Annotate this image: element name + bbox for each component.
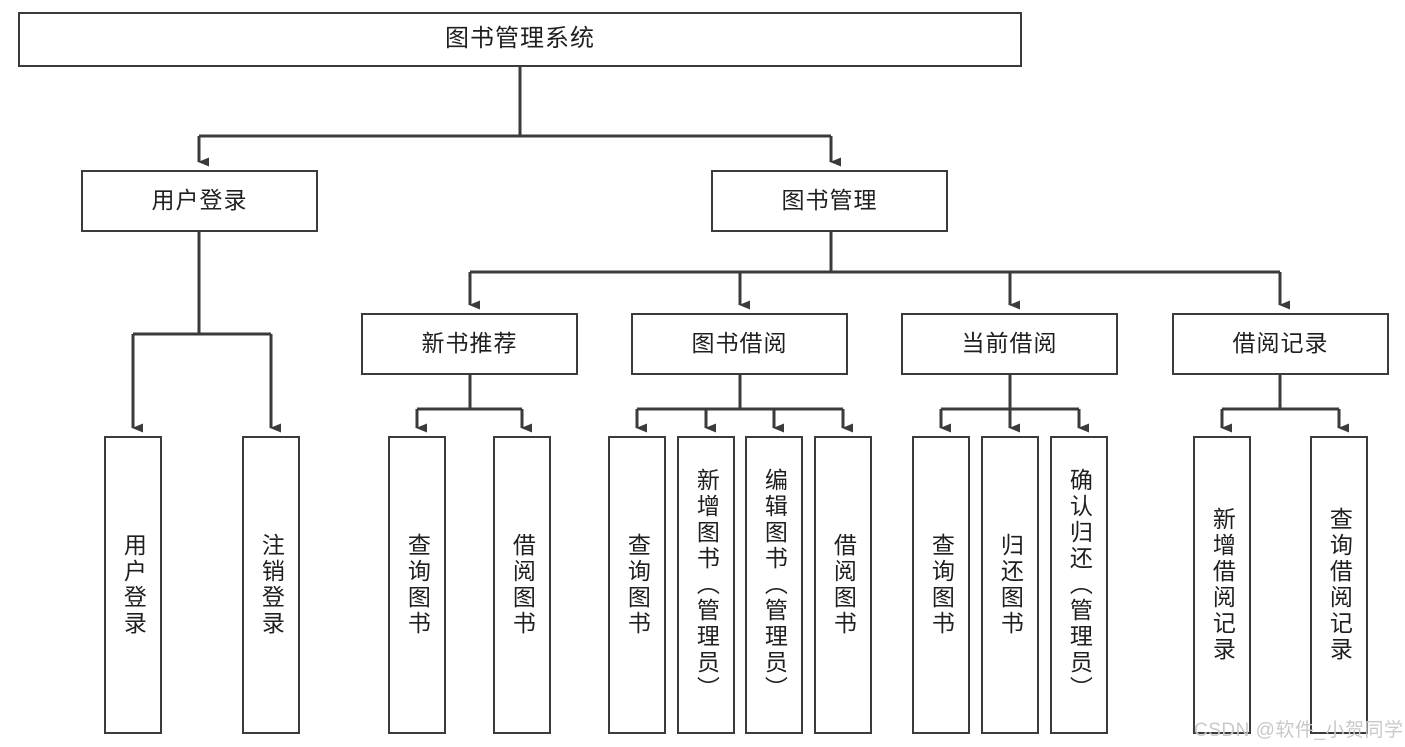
leaf-label: 注销登录	[258, 533, 285, 637]
node-root-system[interactable]: 图书管理系统	[18, 12, 1022, 67]
leaf-label: 查询图书	[404, 533, 431, 637]
leaf-user-login[interactable]: 用户登录	[104, 436, 162, 734]
leaf-query-book-borrow[interactable]: 查询图书	[608, 436, 666, 734]
csdn-watermark: CSDN @软件_小贺同学	[1194, 720, 1404, 741]
leaf-query-book-current[interactable]: 查询图书	[912, 436, 970, 734]
leaf-query-book-recommend[interactable]: 查询图书	[388, 436, 446, 734]
leaf-label: 查询图书	[624, 533, 651, 637]
leaf-label: 查询借阅记录	[1326, 507, 1353, 663]
leaf-label: 借阅图书	[830, 533, 857, 637]
node-user-login[interactable]: 用户登录	[81, 170, 318, 232]
node-new-book-recommendation[interactable]: 新书推荐	[361, 313, 578, 375]
leaf-borrow-book-borrow[interactable]: 借阅图书	[814, 436, 872, 734]
leaf-label: 借阅图书	[509, 533, 536, 637]
leaf-edit-book-admin[interactable]: 编辑图书（管理员）	[745, 436, 803, 734]
leaf-return-book[interactable]: 归还图书	[981, 436, 1039, 734]
leaf-borrow-book-recommend[interactable]: 借阅图书	[493, 436, 551, 734]
leaf-label: 确认归还（管理员）	[1066, 468, 1093, 702]
node-book-borrow[interactable]: 图书借阅	[631, 313, 848, 375]
leaf-confirm-return-admin[interactable]: 确认归还（管理员）	[1050, 436, 1108, 734]
leaf-label: 查询图书	[928, 533, 955, 637]
leaf-label: 新增图书（管理员）	[693, 468, 720, 702]
leaf-add-borrow-record[interactable]: 新增借阅记录	[1193, 436, 1251, 734]
leaf-label: 用户登录	[120, 533, 147, 637]
leaf-logout[interactable]: 注销登录	[242, 436, 300, 734]
node-current-borrow[interactable]: 当前借阅	[901, 313, 1118, 375]
node-book-management[interactable]: 图书管理	[711, 170, 948, 232]
leaf-label: 编辑图书（管理员）	[761, 468, 788, 702]
leaf-query-borrow-record[interactable]: 查询借阅记录	[1310, 436, 1368, 734]
leaf-add-book-admin[interactable]: 新增图书（管理员）	[677, 436, 735, 734]
node-borrow-record[interactable]: 借阅记录	[1172, 313, 1389, 375]
leaf-label: 新增借阅记录	[1209, 507, 1236, 663]
leaf-label: 归还图书	[997, 533, 1024, 637]
